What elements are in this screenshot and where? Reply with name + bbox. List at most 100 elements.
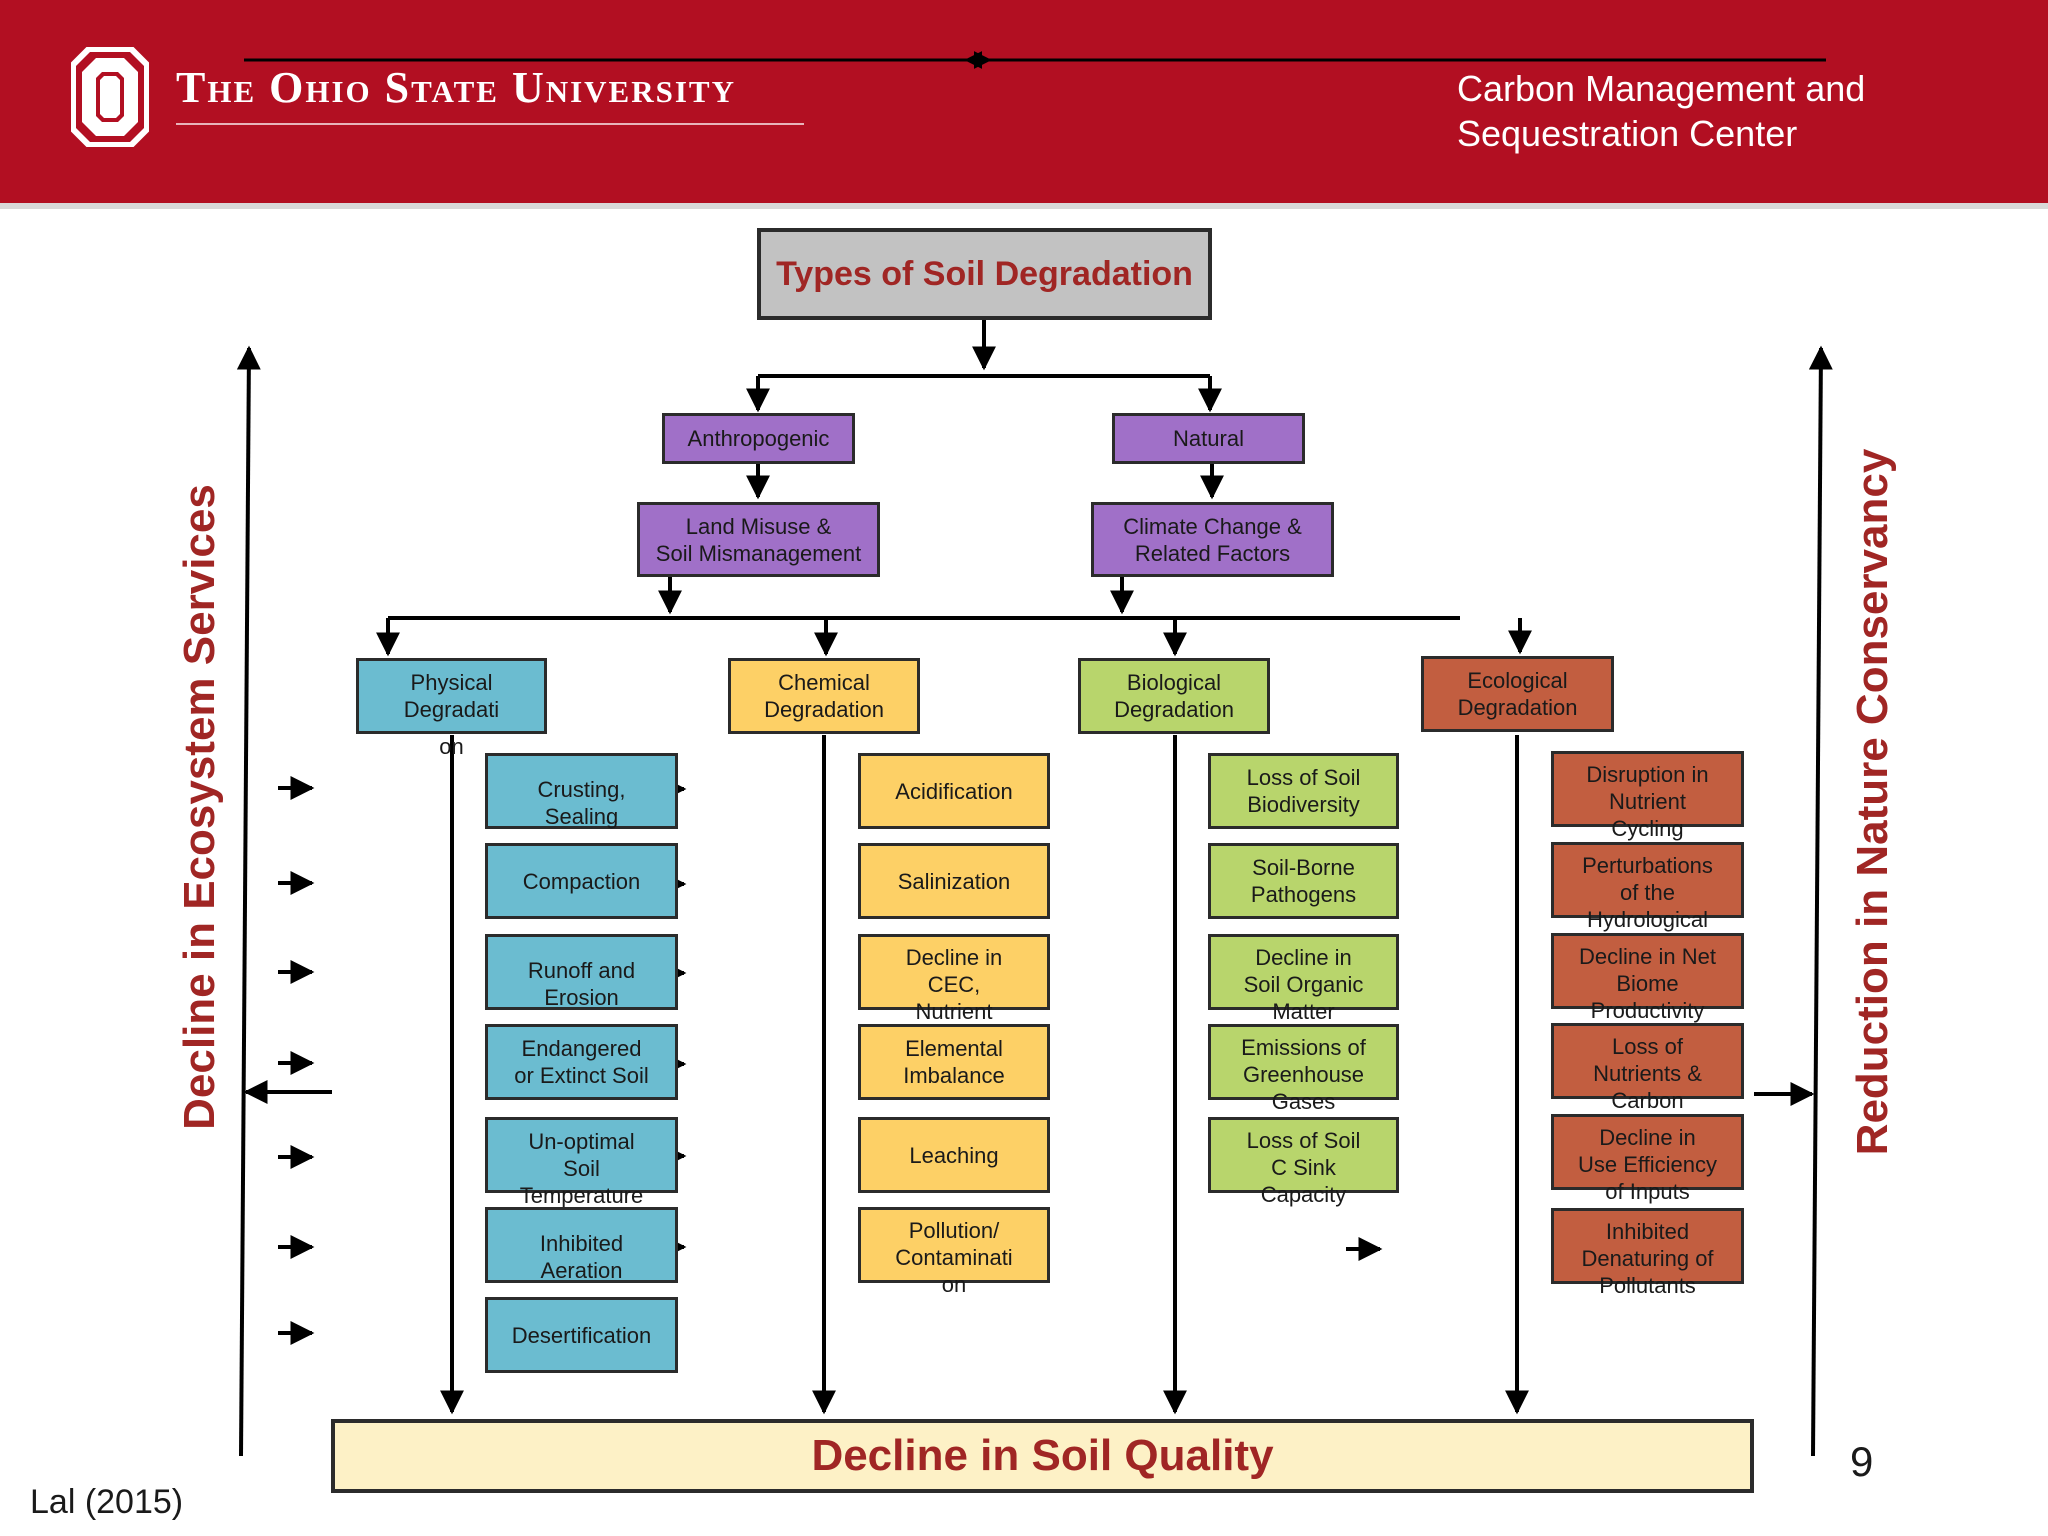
item-line: Matter — [1272, 998, 1335, 1024]
left-side-label: Decline in Ecosystem Services — [175, 484, 224, 1130]
ecological-item: Loss of Nutrients & Carbon — [1551, 1023, 1744, 1113]
physical-item: Runoff and Erosion — [485, 934, 678, 1010]
biological-item: Loss of Soil Biodiversity — [1208, 753, 1399, 829]
item-line: Un-optimal — [528, 1128, 635, 1154]
category-biological: Biological Degradation — [1078, 658, 1270, 734]
item-line: Soil — [563, 1155, 600, 1181]
header-banner — [0, 0, 2048, 203]
item-line: Inhibited — [539, 1231, 624, 1256]
item-line: Temperature — [519, 1182, 644, 1208]
physical-item: Endangered or Extinct Soil — [485, 1024, 678, 1100]
item-line: Pollution/ — [908, 1217, 1000, 1243]
item-line: Imbalance — [903, 1063, 1005, 1088]
chemical-item: Acidification — [858, 753, 1050, 829]
item-line: Decline in Net — [1579, 943, 1716, 969]
item-line: Productivity — [1590, 997, 1705, 1023]
chemical-item: Leaching — [858, 1117, 1050, 1193]
ecological-item: Decline in Net Biome Productivity — [1551, 933, 1744, 1023]
item-line: Biome — [1616, 970, 1679, 996]
category-line: Degradation — [1457, 695, 1578, 720]
item-line: Salinization — [897, 868, 1011, 894]
item-line: Pollutants — [1599, 1272, 1696, 1298]
item-line: Carbon — [1611, 1087, 1684, 1113]
item-line: Nutrient — [1608, 788, 1687, 814]
item-line: C Sink — [1271, 1154, 1336, 1180]
item-line: Nutrients & — [1593, 1060, 1702, 1086]
item-line: Endangered — [521, 1036, 642, 1061]
item-line: or Extinct Soil — [514, 1063, 649, 1088]
item-line: Greenhouse — [1242, 1061, 1365, 1087]
item-line: Loss of — [1612, 1033, 1683, 1059]
item-line: Use Efficiency — [1578, 1151, 1717, 1177]
diagram-title: Types of Soil Degradation — [757, 228, 1212, 320]
university-name: The Ohio State University — [176, 63, 736, 112]
item-line: Capacity — [1260, 1181, 1347, 1207]
category-line: on — [439, 734, 464, 759]
block-o-logo-icon — [69, 45, 151, 149]
biological-item: Emissions of Greenhouse Gases — [1208, 1024, 1399, 1114]
item-line: Perturbations — [1582, 852, 1713, 878]
item-line: Elemental — [905, 1036, 1003, 1061]
item-line: Crusting, — [537, 777, 626, 802]
item-line: Decline in — [1599, 1124, 1696, 1150]
item-line: Pathogens — [1250, 882, 1357, 907]
physical-item: Un-optimal Soil Temperature — [485, 1117, 678, 1208]
item-line: Aeration — [540, 1258, 623, 1283]
item-line: Acidification — [895, 778, 1013, 804]
item-line: Erosion — [544, 985, 619, 1010]
category-line: Degradati — [403, 697, 500, 722]
item-line: Nutrient — [915, 998, 993, 1024]
center-name-line1: Carbon Management and — [1457, 68, 1866, 109]
category-line: Physical — [410, 670, 493, 695]
physical-item: Inhibited Aeration — [485, 1207, 678, 1283]
item-line: Soil-Borne — [1252, 855, 1355, 880]
item-line: Denaturing of — [1581, 1245, 1714, 1271]
item-line: Runoff and — [527, 958, 636, 983]
item-line: Hydrological — [1586, 906, 1709, 932]
citation: Lal (2015) — [30, 1483, 184, 1521]
cause-line: Related Factors — [1134, 540, 1291, 566]
source-natural: Natural — [1112, 413, 1305, 464]
item-line: Desertification — [511, 1322, 652, 1348]
item-line: CEC, — [927, 971, 981, 997]
page-number: 9 — [1850, 1438, 1874, 1485]
item-line: Compaction — [522, 868, 641, 894]
item-line: Soil Organic — [1243, 971, 1364, 997]
ecological-item: Decline in Use Efficiency of Inputs — [1551, 1114, 1744, 1204]
category-line: Degradation — [764, 697, 884, 722]
ecological-item: Perturbations of the Hydrological — [1551, 842, 1744, 932]
cause-climate-change: Climate Change & Related Factors — [1091, 502, 1334, 577]
item-line: of the — [1619, 879, 1676, 905]
cause-line: Soil Mismanagement — [655, 540, 862, 566]
center-name-line2: Sequestration Center — [1457, 113, 1798, 154]
biological-item: Soil-Borne Pathogens — [1208, 843, 1399, 919]
ecological-item: Disruption in Nutrient Cycling — [1551, 751, 1744, 841]
item-line: Leaching — [909, 1142, 999, 1168]
item-line: Cycling — [1611, 815, 1684, 841]
biological-item: Decline in Soil Organic Matter — [1208, 934, 1399, 1024]
chemical-item: Elemental Imbalance — [858, 1024, 1050, 1100]
item-line: Loss of Soil — [1246, 1127, 1361, 1153]
soil-quality-bar: Decline in Soil Quality — [331, 1419, 1754, 1493]
physical-item: Compaction — [485, 843, 678, 919]
cause-land-misuse: Land Misuse & Soil Mismanagement — [637, 502, 880, 577]
right-side-label: Reduction in Nature Conservancy — [1848, 448, 1897, 1156]
item-line: Disruption in — [1586, 761, 1709, 787]
physical-item: Desertification — [485, 1297, 678, 1373]
category-line: Biological — [1126, 670, 1222, 695]
item-line: Biodiversity — [1247, 792, 1360, 817]
physical-item: Crusting, Sealing — [485, 753, 678, 829]
biological-item: Loss of Soil C Sink Capacity — [1208, 1117, 1399, 1207]
item-line: Inhibited — [1605, 1218, 1690, 1244]
item-line: Sealing — [544, 804, 619, 829]
item-line: Decline in — [905, 944, 1003, 970]
item-line: Decline in — [1255, 944, 1352, 970]
item-line: on — [941, 1271, 967, 1297]
header-divider — [0, 203, 2048, 209]
source-anthropogenic: Anthropogenic — [662, 413, 855, 464]
category-physical: Physical Degradati on — [356, 658, 547, 759]
category-chemical: Chemical Degradation — [728, 658, 920, 734]
category-ecological: Ecological Degradation — [1421, 656, 1614, 732]
item-line: Gases — [1271, 1088, 1336, 1114]
item-line: Contaminati — [895, 1244, 1013, 1270]
